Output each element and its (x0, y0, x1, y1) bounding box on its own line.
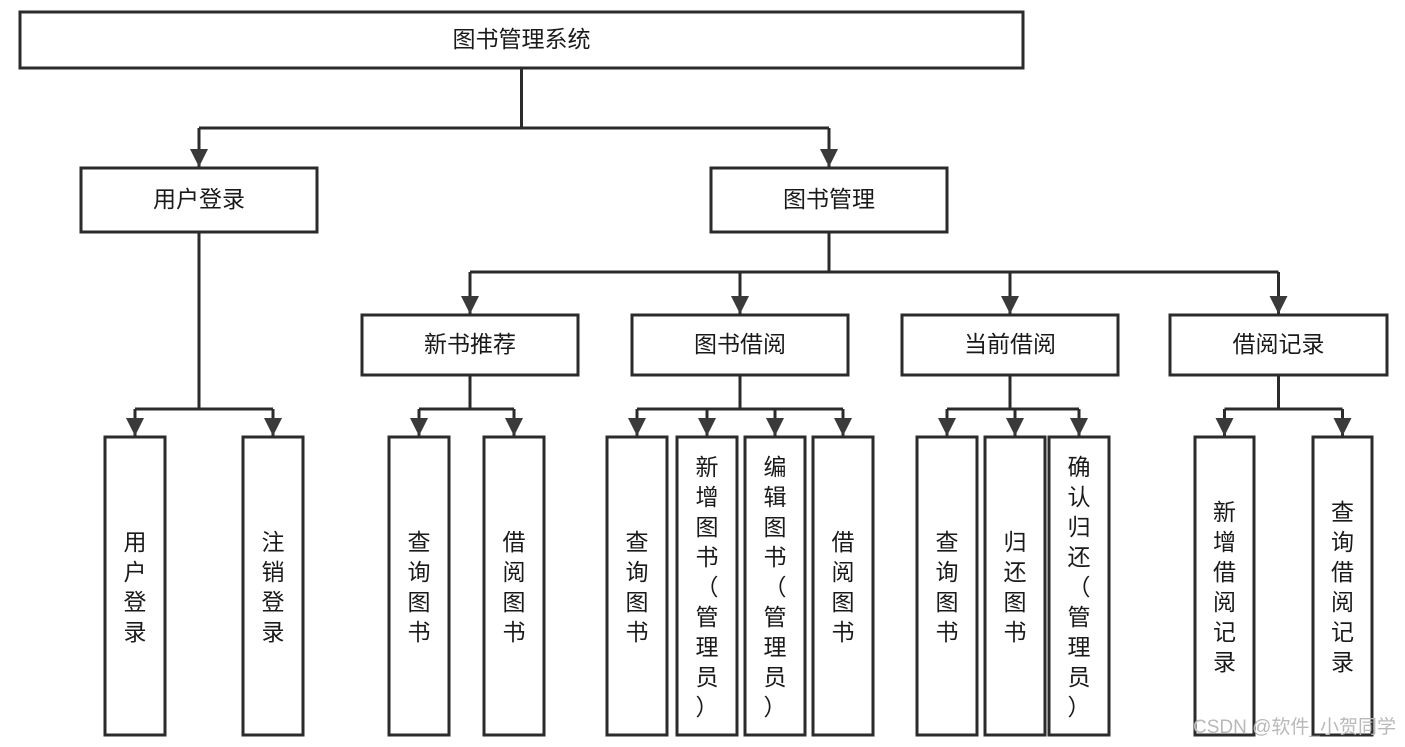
node-layer: 图书管理系统用户登录图书管理新书推荐图书借阅当前借阅借阅记录用户登录注销登录查询… (18, 10, 1389, 737)
node-box-leaf-borrow-book-1[interactable] (482, 435, 546, 737)
node-book-manage[interactable]: 图书管理 (709, 166, 949, 234)
connector-layer (126, 68, 1352, 436)
node-leaf-query-book-2[interactable]: 查询图书 (605, 435, 669, 737)
node-label-leaf-add-book: 新增图书（管理员） (696, 454, 719, 720)
node-box-book-borrow[interactable] (630, 313, 850, 377)
node-label-leaf-query-book-3: 查询图书 (936, 529, 959, 645)
node-box-leaf-logout[interactable] (241, 435, 305, 737)
node-leaf-confirm-return[interactable]: 确认归还（管理员） (1047, 435, 1111, 737)
node-label-leaf-borrow-book-2: 借阅图书 (832, 529, 855, 645)
node-label-leaf-query-book-2: 查询图书 (626, 529, 649, 645)
node-book-borrow[interactable]: 图书借阅 (630, 313, 850, 377)
node-box-leaf-edit-book[interactable] (743, 435, 807, 737)
node-leaf-add-record[interactable]: 新增借阅记录 (1193, 435, 1256, 737)
node-label-leaf-edit-book: 编辑图书（管理员） (764, 454, 787, 720)
node-box-leaf-borrow-book-2[interactable] (811, 435, 875, 737)
node-box-leaf-query-book-2[interactable] (605, 435, 669, 737)
node-box-leaf-query-record[interactable] (1311, 435, 1374, 737)
node-label-leaf-add-record: 新增借阅记录 (1213, 499, 1236, 675)
node-new-book-rec[interactable]: 新书推荐 (360, 313, 580, 377)
node-label-root: 图书管理系统 (453, 26, 591, 52)
node-box-current-borrow[interactable] (900, 313, 1120, 377)
node-leaf-return-book[interactable]: 归还图书 (983, 435, 1047, 737)
node-box-root[interactable] (18, 10, 1025, 70)
node-box-new-book-rec[interactable] (360, 313, 580, 377)
node-box-user-login[interactable] (79, 166, 319, 234)
node-leaf-edit-book[interactable]: 编辑图书（管理员） (743, 435, 807, 737)
node-leaf-borrow-book-1[interactable]: 借阅图书 (482, 435, 546, 737)
node-box-leaf-user-login[interactable] (103, 435, 167, 737)
node-label-book-manage: 图书管理 (783, 186, 875, 212)
node-leaf-add-book[interactable]: 新增图书（管理员） (675, 435, 739, 737)
node-box-leaf-query-book-1[interactable] (387, 435, 451, 737)
node-current-borrow[interactable]: 当前借阅 (900, 313, 1120, 377)
node-box-borrow-record[interactable] (1168, 313, 1389, 377)
node-label-leaf-user-login: 用户登录 (124, 529, 147, 645)
node-user-login[interactable]: 用户登录 (79, 166, 319, 234)
node-box-book-manage[interactable] (709, 166, 949, 234)
node-leaf-user-login[interactable]: 用户登录 (103, 435, 167, 737)
node-label-leaf-query-record: 查询借阅记录 (1331, 499, 1354, 675)
node-box-leaf-add-record[interactable] (1193, 435, 1256, 737)
node-label-leaf-return-book: 归还图书 (1004, 529, 1027, 645)
node-box-leaf-confirm-return[interactable] (1047, 435, 1111, 737)
node-leaf-query-book-3[interactable]: 查询图书 (915, 435, 979, 737)
node-box-leaf-add-book[interactable] (675, 435, 739, 737)
node-label-user-login: 用户登录 (153, 186, 245, 212)
node-leaf-borrow-book-2[interactable]: 借阅图书 (811, 435, 875, 737)
node-label-leaf-logout: 注销登录 (262, 529, 285, 645)
node-borrow-record[interactable]: 借阅记录 (1168, 313, 1389, 377)
node-label-book-borrow: 图书借阅 (694, 331, 786, 357)
node-leaf-query-record[interactable]: 查询借阅记录 (1311, 435, 1374, 737)
node-leaf-logout[interactable]: 注销登录 (241, 435, 305, 737)
node-box-leaf-return-book[interactable] (983, 435, 1047, 737)
node-label-new-book-rec: 新书推荐 (424, 331, 516, 357)
node-label-borrow-record: 借阅记录 (1233, 331, 1325, 357)
node-label-leaf-query-book-1: 查询图书 (408, 529, 431, 645)
node-box-leaf-query-book-3[interactable] (915, 435, 979, 737)
node-leaf-query-book-1[interactable]: 查询图书 (387, 435, 451, 737)
node-label-leaf-confirm-return: 确认归还（管理员） (1068, 454, 1091, 720)
csdn-watermark: CSDN @软件_小贺同学 (1193, 716, 1396, 738)
node-label-current-borrow: 当前借阅 (964, 331, 1056, 357)
node-label-leaf-borrow-book-1: 借阅图书 (503, 529, 526, 645)
node-root[interactable]: 图书管理系统 (18, 10, 1025, 70)
